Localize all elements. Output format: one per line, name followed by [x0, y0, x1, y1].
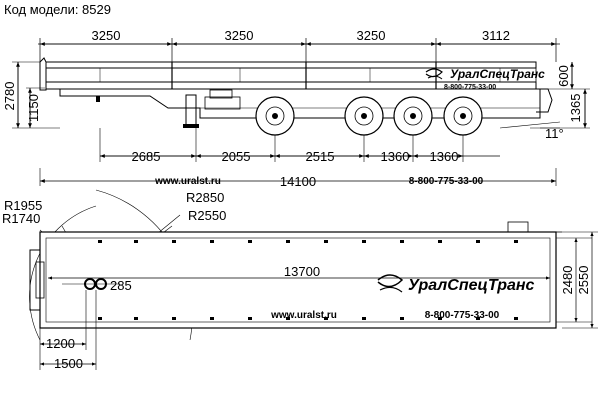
bottom-dim-4: 1360 [381, 149, 410, 164]
brand-logo-icon [425, 68, 443, 78]
overall-length: 14100 [280, 174, 316, 189]
bottom-dim-1: 2685 [132, 149, 161, 164]
phone-side: 8-800-775-33-00 [409, 176, 484, 187]
website-side: www.uralst.ru [154, 176, 221, 187]
landing-gear [185, 94, 197, 126]
bottom-dim-1200: 1200 [46, 336, 75, 351]
top-dim-1: 3250 [92, 28, 121, 43]
radius-3: R2850 [186, 190, 224, 205]
right-dim-side-height: 600 [556, 65, 571, 87]
model-code-label: Код модели: 8529 [4, 2, 111, 17]
top-dim-2: 3250 [225, 28, 254, 43]
radius-4: R2550 [188, 208, 226, 223]
side-view: 3250 3250 3250 3112 2780 1150 [2, 28, 590, 189]
left-dim-deck: 1150 [26, 94, 41, 122]
axle-1 [255, 96, 295, 136]
axle-2 [344, 96, 384, 136]
width-outer: 2550 [576, 266, 591, 295]
left-dim-height: 2780 [2, 82, 17, 111]
website-top: www.uralst.ru [270, 310, 337, 321]
axle-4 [443, 96, 483, 136]
top-view: R1955 R1740 R2850 R2550 1370 [2, 189, 598, 371]
top-dim-3: 3250 [357, 28, 386, 43]
right-dim-deck-height: 1365 [568, 94, 583, 123]
width-inner: 2480 [560, 266, 575, 295]
deck-outline [39, 231, 557, 329]
brand-logo-top-icon [377, 274, 404, 288]
brand-name-top: УралСпецТранс [408, 277, 535, 294]
radius-2: R1740 [2, 211, 40, 226]
brand-phone-side: 8-800-775-33-00 [444, 84, 496, 91]
bottom-dim-5: 1360 [430, 149, 459, 164]
kingpin-offset: 285 [110, 278, 132, 293]
bottom-dim-3: 2515 [306, 149, 335, 164]
axle-3 [393, 96, 433, 136]
brand-name-side: УралСпецТранс [450, 67, 545, 81]
bottom-dim-2: 2055 [222, 149, 251, 164]
top-dim-4: 3112 [482, 28, 510, 43]
kingpin [96, 96, 100, 102]
deck-length: 13700 [284, 264, 320, 279]
radius-1: R1955 [4, 198, 42, 213]
departure-angle: 11° [545, 126, 564, 141]
phone-top: 8-800-775-33-00 [425, 310, 500, 321]
bottom-dim-1500: 1500 [54, 356, 83, 371]
